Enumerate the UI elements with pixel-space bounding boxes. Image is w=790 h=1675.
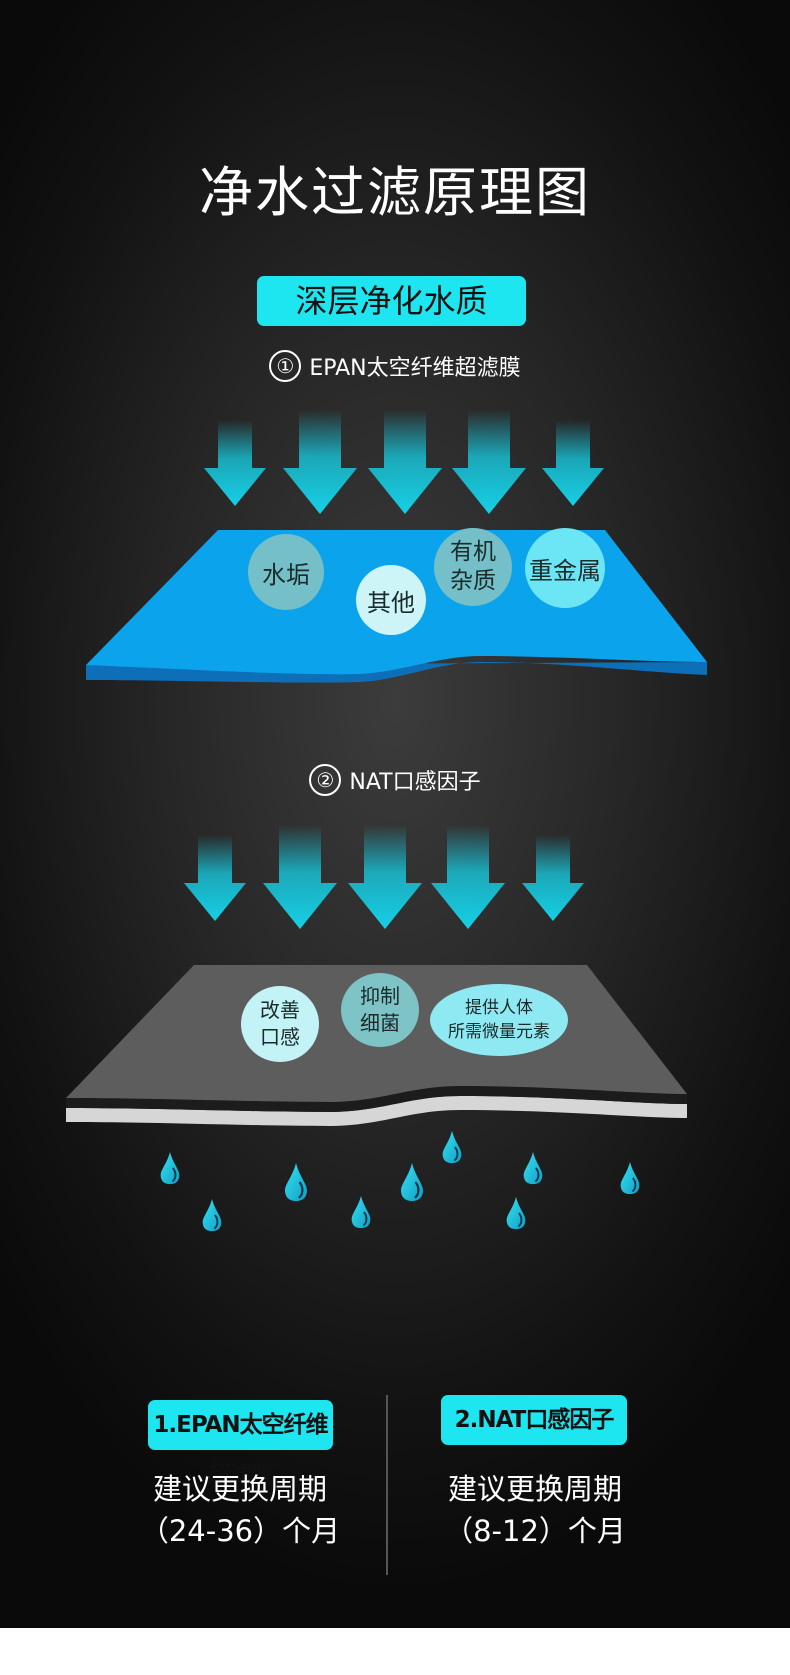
water-drop-4 — [351, 1195, 371, 1229]
layer-1-arrow-2 — [283, 410, 357, 514]
layer-2-number: ② — [309, 764, 342, 796]
water-drop-shine-3 — [298, 1181, 304, 1199]
layer-1-arrow-5 — [542, 420, 604, 506]
bubble-organic-impurities: 有机 杂质 — [434, 528, 512, 606]
bubble-trace-elements: 提供人体 所需微量元素 — [430, 984, 568, 1056]
water-drop-shine-1 — [172, 1167, 177, 1182]
filtration-illustration — [66, 410, 707, 1232]
water-drop-shine-2 — [214, 1214, 219, 1229]
water-drop-9 — [620, 1161, 640, 1195]
layer-2-filter-base — [66, 1096, 687, 1126]
water-drop-6 — [442, 1130, 462, 1164]
water-drop-8 — [506, 1196, 526, 1230]
bubble-improve-taste: 改善 口感 — [241, 986, 319, 1062]
layer-1-arrow-1 — [204, 420, 266, 506]
layer-1-arrow-4 — [452, 410, 526, 514]
footer-nat-line2: （8-12）个月 — [444, 1514, 626, 1548]
footer-epan-line2: （24-36）个月 — [139, 1514, 341, 1548]
footer-divider — [386, 1395, 388, 1575]
water-drop-shine-7 — [535, 1167, 540, 1182]
water-drops — [160, 1130, 640, 1232]
layer-2-arrows — [184, 825, 584, 929]
footer-epan-line1: 建议更换周期 — [152, 1472, 327, 1506]
footer-label-epan: 1.EPAN太空纤维超滤膜 — [148, 1400, 333, 1488]
layer-2-arrow-5 — [522, 835, 584, 921]
layer-1-arrow-3 — [368, 410, 442, 514]
layer-2-heading: ② NAT口感因子 — [0, 764, 790, 796]
water-drop-5 — [401, 1163, 423, 1201]
water-drop-2 — [202, 1198, 222, 1232]
layer-2-filter-edge — [66, 1086, 687, 1112]
subtitle-badge: 深层净化水质 — [257, 276, 526, 326]
water-drop-shine-6 — [454, 1146, 459, 1161]
water-drop-shine-8 — [518, 1212, 523, 1227]
water-drop-7 — [523, 1151, 543, 1185]
bubble-other: 其他 — [356, 565, 426, 635]
layer-2-name: NAT口感因子 — [349, 770, 481, 795]
layer-1-heading: ① EPAN太空纤维超滤膜 — [0, 350, 790, 382]
layer-1-arrows — [204, 410, 604, 514]
water-drop-3 — [285, 1163, 307, 1201]
layer-1-name: EPAN太空纤维超滤膜 — [309, 356, 521, 381]
footer-label-nat: 2.NAT口感因子 — [441, 1395, 627, 1445]
layer-2-arrow-1 — [184, 835, 246, 921]
water-drop-shine-4 — [363, 1211, 368, 1226]
layer-1-number: ① — [269, 350, 302, 382]
water-drop-shine-5 — [414, 1181, 420, 1199]
water-drop-shine-9 — [632, 1177, 637, 1192]
layer-2-arrow-4 — [431, 825, 505, 929]
bubble-heavy-metals: 重金属 — [525, 528, 605, 608]
layer-2-arrow-2 — [263, 825, 337, 929]
footer-epan-period: 建议更换周期 （24-36）个月 — [120, 1468, 360, 1552]
footer-nat-period: 建议更换周期 （8-12）个月 — [410, 1468, 660, 1552]
layer-2-arrow-3 — [348, 825, 422, 929]
bubble-inhibit-bacteria: 抑制 细菌 — [341, 973, 419, 1047]
footer-nat-line1: 建议更换周期 — [447, 1472, 622, 1506]
bubble-scale: 水垢 — [248, 534, 324, 610]
water-drop-1 — [160, 1151, 180, 1185]
page-title: 净水过滤原理图 — [199, 161, 591, 224]
